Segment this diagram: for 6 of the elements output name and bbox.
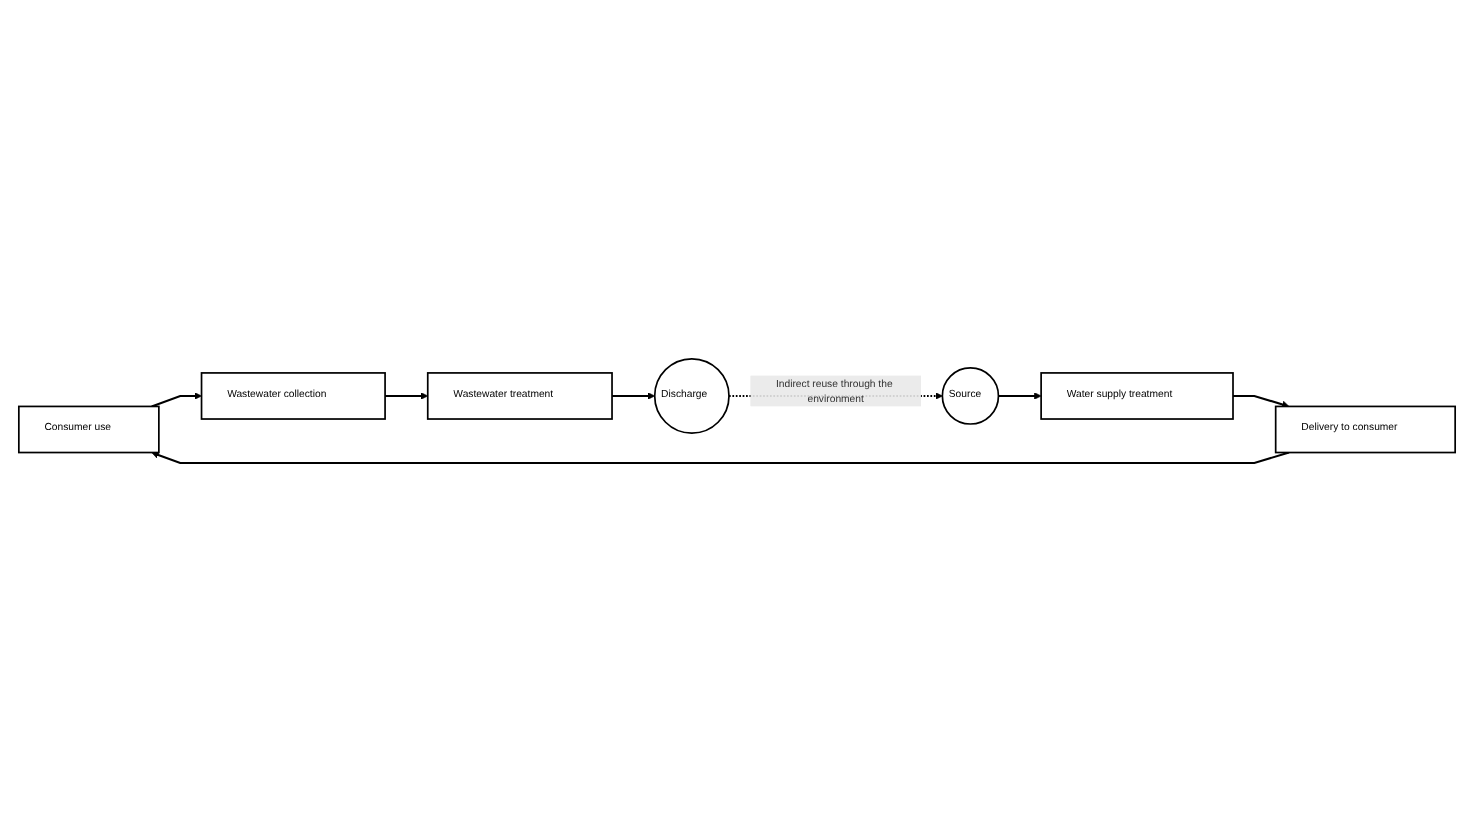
arrow [385, 391, 429, 399]
arrow [1233, 394, 1290, 408]
arrow [998, 391, 1042, 399]
arrow [612, 391, 656, 399]
arrow [151, 391, 202, 407]
arrow [151, 450, 1290, 464]
